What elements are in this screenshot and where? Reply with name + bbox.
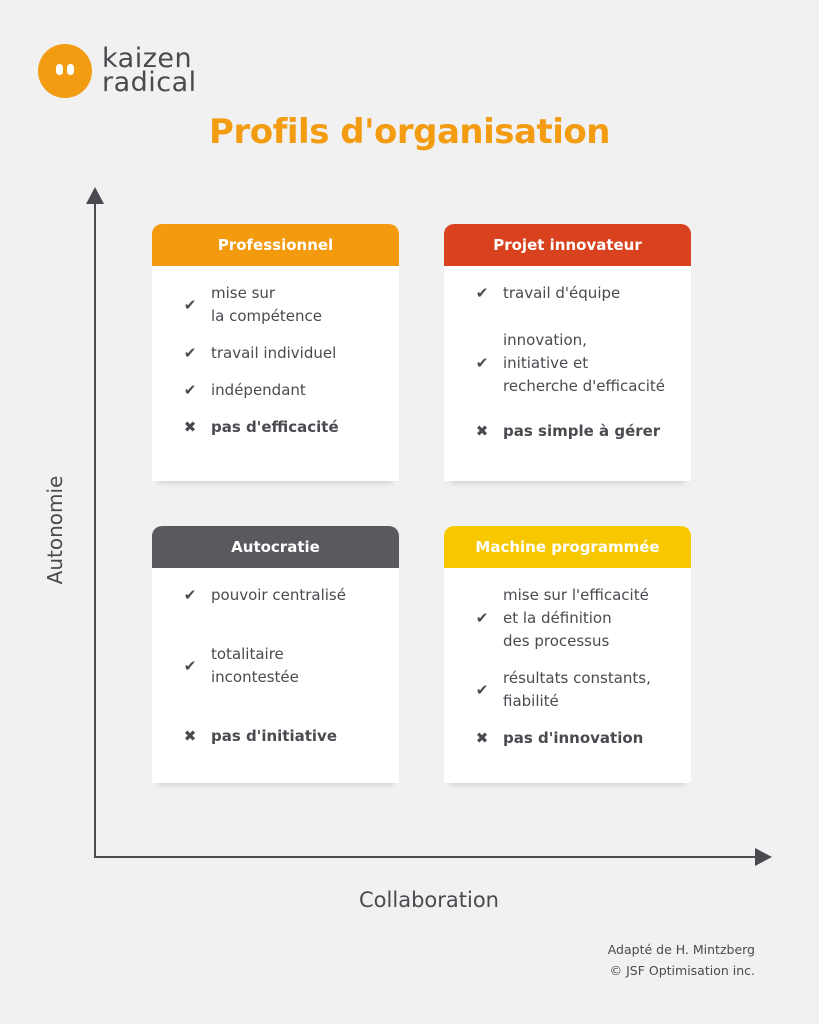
credit-line-2: © JSF Optimisation inc.: [609, 963, 755, 978]
list-item: ✖ pas d'efficacité: [180, 416, 387, 439]
list-item: ✔ résultats constants, fiabilité: [472, 667, 679, 713]
cross-icon: ✖: [183, 727, 197, 745]
cross-icon: ✖: [183, 418, 197, 436]
x-axis-label: Collaboration: [359, 888, 499, 912]
card-projet-innovateur: Projet innovateur ✔ travail d'équipe ✔ innov…: [444, 224, 691, 481]
check-icon: ✔: [475, 284, 489, 302]
card-autocratie: Autocratie ✔ pouvoir centralisé ✔ totalitair…: [152, 526, 399, 783]
check-icon: ✔: [183, 381, 197, 399]
list-item: ✔ mise sur la compétence: [180, 282, 387, 328]
card-professionnel: Professionnel ✔ mise sur la compétence ✔ tra…: [152, 224, 399, 481]
check-icon: ✔: [475, 609, 489, 627]
card-title: Machine programmée: [444, 526, 691, 568]
list-item-text: résultats constants, fiabilité: [503, 669, 651, 710]
check-icon: ✔: [183, 656, 197, 675]
list-item: ✖ pas simple à gérer: [472, 420, 679, 443]
card-body: ✔ pouvoir centralisé ✔ totalitaire incontes…: [152, 568, 399, 748]
list-item: ✔ indépendant: [180, 379, 387, 402]
check-icon: ✔: [183, 295, 197, 314]
list-item-text: pouvoir centralisé: [211, 586, 346, 604]
list-item-text: mise sur l'efficacité et la définition d…: [503, 586, 649, 650]
cross-icon: ✖: [475, 729, 489, 747]
card-body: ✔ travail d'équipe ✔ innovation, initiative…: [444, 266, 691, 443]
list-item: ✖ pas d'innovation: [472, 727, 679, 750]
list-item-text: totalitaire incontestée: [211, 645, 299, 686]
x-axis-arrow-icon: [755, 848, 772, 866]
list-item: ✖ pas d'initiative: [180, 725, 387, 748]
list-item-text: travail d'équipe: [503, 284, 621, 302]
list-item: ✔ innovation, initiative et recherche d'e…: [472, 329, 679, 398]
card-machine-programmee: Machine programmée ✔ mise sur l'efficacité…: [444, 526, 691, 783]
y-axis-arrow-icon: [86, 187, 104, 204]
credit-line-1: Adapté de H. Mintzberg: [607, 942, 755, 957]
list-item: ✔ pouvoir centralisé: [180, 584, 387, 607]
cross-icon: ✖: [475, 422, 489, 440]
list-item-text: pas simple à gérer: [503, 422, 661, 440]
list-item-text: travail individuel: [211, 344, 337, 362]
card-body: ✔ mise sur la compétence ✔ travail individu…: [152, 266, 399, 439]
check-icon: ✔: [475, 680, 489, 699]
card-title: Autocratie: [152, 526, 399, 568]
check-icon: ✔: [475, 354, 489, 372]
list-item-text: mise sur la compétence: [211, 284, 323, 325]
check-icon: ✔: [183, 344, 197, 362]
list-item-text: innovation, initiative et recherche d'ef…: [503, 331, 665, 395]
card-title: Projet innovateur: [444, 224, 691, 266]
list-item-text: pas d'efficacité: [211, 418, 339, 436]
list-item-text: pas d'initiative: [211, 727, 337, 745]
logo-line-2: radical: [102, 67, 197, 98]
logo-face-icon: [38, 44, 92, 98]
page-title: Profils d'organisation: [209, 112, 610, 152]
y-axis-label: Autonomie: [43, 475, 67, 585]
list-item: ✔ travail d'équipe: [472, 282, 679, 305]
check-icon: ✔: [183, 586, 197, 604]
list-item: ✔ totalitaire incontestée: [180, 643, 387, 689]
list-item: ✔ travail individuel: [180, 342, 387, 365]
list-item-text: indépendant: [211, 381, 306, 399]
card-body: ✔ mise sur l'efficacité et la définition …: [444, 568, 691, 750]
logo-line-1: kaizen: [102, 43, 193, 74]
card-title: Professionnel: [152, 224, 399, 266]
list-item-text: pas d'innovation: [503, 729, 644, 747]
logo-text: kaizen radical: [102, 43, 197, 98]
credit: Adapté de H. Mintzberg © JSF Optimisatio…: [608, 939, 755, 981]
logo: kaizen radical: [38, 44, 197, 98]
list-item: ✔ mise sur l'efficacité et la définition …: [472, 584, 679, 653]
